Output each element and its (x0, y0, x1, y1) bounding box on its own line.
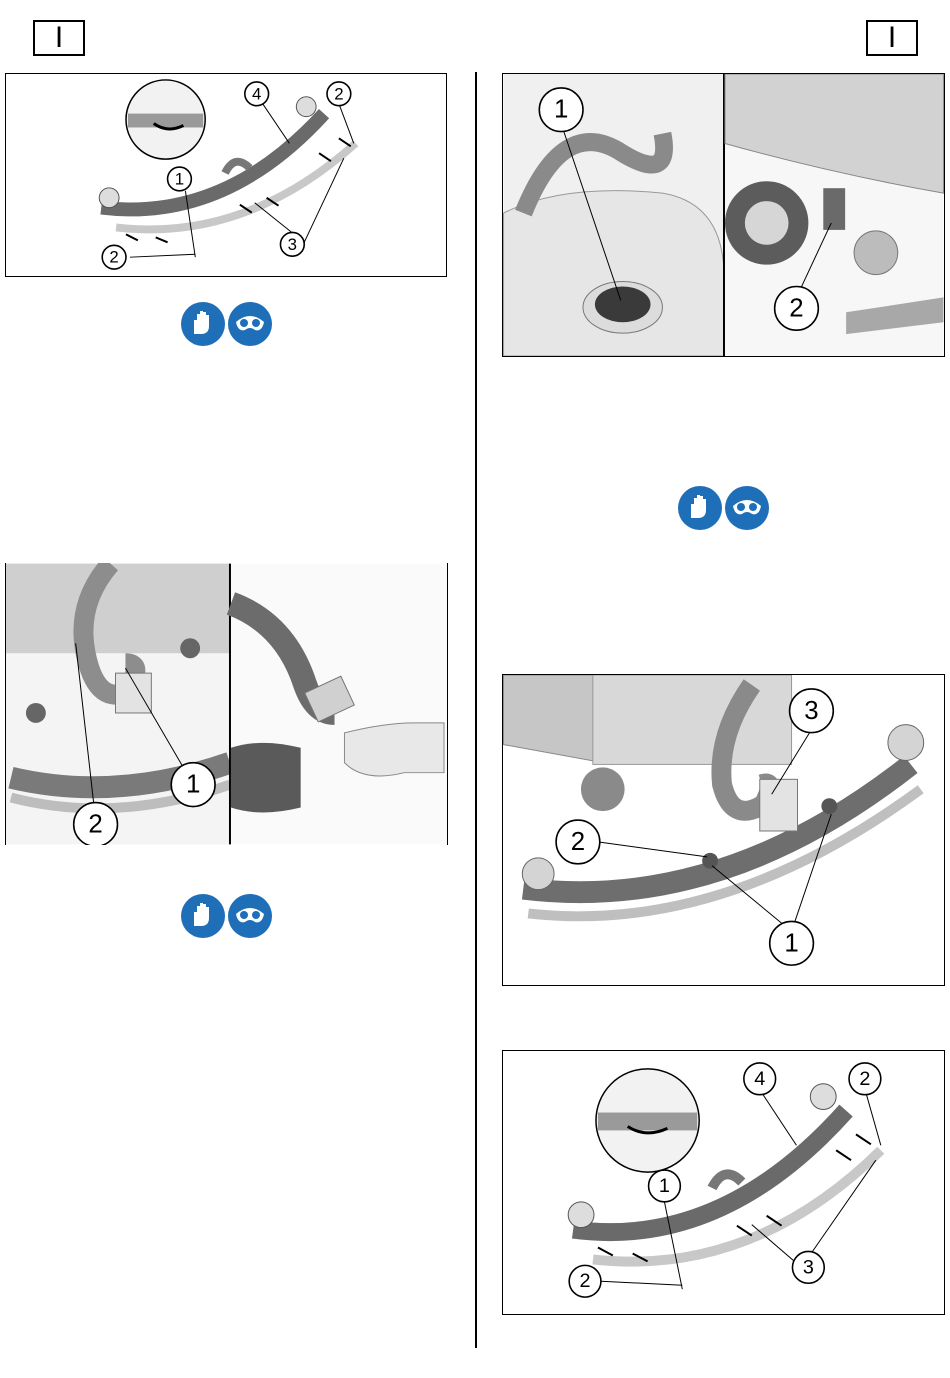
callout-label: 4 (252, 84, 261, 103)
callout-label: 1 (659, 1175, 670, 1197)
callout-label: 2 (859, 1068, 870, 1090)
column-divider (475, 72, 477, 1348)
squeegee-assembly-illustration: 3 2 1 (503, 675, 944, 985)
goggles-icon (228, 302, 272, 346)
hose-removal-illustration: 1 2 (6, 563, 447, 845)
hose-inlet-illustration: 1 2 (503, 74, 944, 356)
callout-label: 2 (109, 248, 118, 267)
callout-label: 3 (804, 697, 818, 725)
callout-label: 2 (571, 828, 585, 856)
language-tab-right: I (866, 20, 918, 56)
gloves-icon (181, 894, 225, 938)
callout-label: 2 (88, 810, 102, 838)
callout-label: 3 (803, 1256, 814, 1278)
gloves-icon (678, 486, 722, 530)
callout-label: 2 (580, 1270, 591, 1292)
callout-label: 1 (186, 771, 200, 799)
ppe-icons-2 (180, 892, 274, 940)
callout-label: 2 (789, 294, 803, 322)
gloves-icon (181, 302, 225, 346)
figure-squeegee-blade-top: 1 2 2 3 4 (5, 73, 447, 277)
language-tab-left: I (33, 20, 85, 56)
figure-hose-inlet: 1 2 (502, 73, 945, 357)
goggles-icon (228, 894, 272, 938)
squeegee-blade-illustration: 1 2 2 3 4 (503, 1051, 944, 1314)
figure-squeegee-assembly: 3 2 1 (502, 674, 945, 986)
callout-label: 1 (554, 96, 568, 124)
callout-label: 3 (288, 235, 297, 254)
ppe-icons-3 (677, 484, 771, 532)
goggles-icon (725, 486, 769, 530)
callout-label: 1 (784, 929, 798, 957)
figure-squeegee-blade-bottom: 1 2 2 3 4 (502, 1050, 945, 1315)
figure-hose-removal: 1 2 (5, 563, 448, 845)
callout-label: 4 (754, 1068, 765, 1090)
squeegee-blade-illustration: 1 2 2 3 4 (6, 74, 446, 276)
callout-label: 2 (334, 84, 343, 103)
ppe-icons-1 (180, 300, 274, 348)
callout-label: 1 (175, 169, 184, 188)
